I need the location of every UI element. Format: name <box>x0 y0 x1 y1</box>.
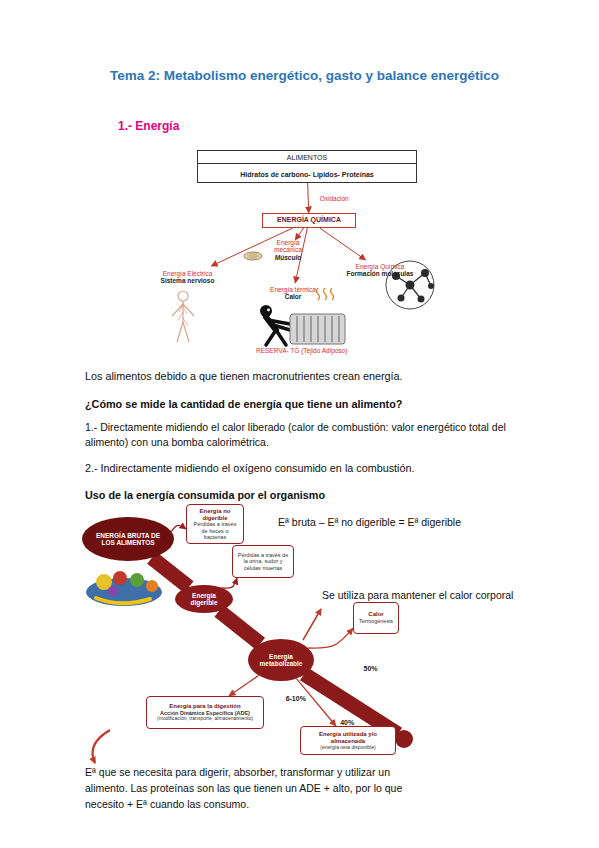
use-box: Energía utilizada y/o almacenada(energía… <box>300 726 396 755</box>
loss-box: Pérdidas a través de la orina, sudor y c… <box>232 545 294 578</box>
banana <box>96 598 150 603</box>
paragraph: 2.- Indirectamente midiendo el oxígeno c… <box>85 462 415 474</box>
node-text: Energía Eléctrica <box>163 270 213 277</box>
molecule-atom <box>428 283 434 289</box>
man-eye <box>267 309 270 312</box>
flow-arrow <box>320 228 366 260</box>
molecule-atom <box>398 295 405 302</box>
node-text: ENERGÍA QUÍMICA <box>277 216 341 224</box>
molecule-atom <box>406 281 415 290</box>
flow-arrow <box>296 679 335 726</box>
energy-ellipse: Energía digerible <box>175 585 233 613</box>
node-text: Pérdidas a través de la orina, sudor y c… <box>236 552 290 571</box>
subsection-heading: Uso de la energía consumida por el organ… <box>85 489 325 501</box>
edge-label: 40% <box>340 719 354 726</box>
note-text: RESERVA- TG (Tejido Adiposo) <box>256 347 347 354</box>
ellipse-shape <box>82 517 174 561</box>
node-text: Energía Química <box>356 263 405 270</box>
food-box: ALIMENTOS Hidratos de carbono- Lípidos- P… <box>197 150 417 183</box>
annotation-arrow <box>93 730 110 763</box>
node-text: Energía utilizada y/o almacenada <box>304 731 392 745</box>
heat-waves <box>317 288 334 300</box>
node-text: Pérdidas a través de heces o bacterias <box>190 521 240 540</box>
node-text: (modificación, transporte, almacenamient… <box>157 716 253 722</box>
energy-type: Energía mecánicaMúsculo <box>262 240 314 260</box>
food-item <box>108 586 118 596</box>
annotation: Eª que se necesita para digerir, absorbe… <box>85 764 405 812</box>
food-item <box>146 580 158 592</box>
node-text: Energía mecánica <box>262 239 314 254</box>
figure-body <box>172 301 194 342</box>
node-text: Termogénesis <box>359 618 393 624</box>
node-text: ENERGÍA BRUTA DE LOS ALIMENTOS <box>92 532 164 547</box>
radiator-fins <box>297 316 339 342</box>
radiator <box>290 314 345 344</box>
flow-arrow <box>222 578 237 588</box>
energy-type: Energía EléctricaSistema nervioso <box>150 266 225 288</box>
edge-label: 6-10% <box>286 694 306 701</box>
node-text: Energía para la digestión <box>169 703 240 710</box>
page-title: Tema 2: Metabolismo energético, gasto y … <box>10 68 599 83</box>
energy-band <box>219 611 260 644</box>
food-item <box>113 571 127 585</box>
use-box: CalorTermogénesis <box>353 602 399 634</box>
energy-type: Energía térmicaCalor <box>268 283 318 303</box>
annotation: Se utiliza para mantener el calor corpor… <box>322 589 513 601</box>
use-box: Energía para la digestiónAcción Dinámica… <box>146 696 264 729</box>
node-text: Formación moléculas <box>347 270 414 277</box>
flow-arrow <box>308 183 309 213</box>
muscle-fibres <box>247 254 259 258</box>
formula-note: Eª bruta – Eª no digerible = Eª digeribl… <box>278 516 461 528</box>
flow-arrow <box>229 675 259 696</box>
energy-type: Energía QuímicaFormación moléculas <box>338 260 422 280</box>
loss-box: Energía no digeriblePérdidas a través de… <box>186 504 244 544</box>
section-heading: 1.- Energía <box>118 119 179 133</box>
node-text: Hidratos de carbono- Lípidos- Proteínas <box>240 171 373 179</box>
question-heading: ¿Cómo se mide la cantidad de energía que… <box>85 398 402 410</box>
muscle-icon <box>244 252 262 260</box>
node-text: Calor <box>368 611 383 618</box>
node-text: Energía digerible <box>185 592 223 607</box>
node-text: Sistema nervioso <box>161 277 215 284</box>
edge-label: Oxidación <box>320 195 349 202</box>
flow-arrow <box>295 228 304 240</box>
node-text: Energía no digerible <box>190 508 240 522</box>
node-text: ALIMENTOS <box>198 154 416 164</box>
ellipse-shape <box>248 639 314 681</box>
food-item <box>130 573 144 587</box>
flow-arrow <box>171 525 186 531</box>
nerve-lines <box>178 303 188 326</box>
node-text: Calor <box>285 293 302 300</box>
energy-ellipse: ENERGÍA BRUTA DE LOS ALIMENTOS <box>82 517 174 561</box>
edge-label: 50% <box>364 665 378 672</box>
molecule-atom <box>418 296 425 303</box>
node-text: (energía neta disponible) <box>320 745 375 751</box>
flow-arrow <box>308 628 353 648</box>
figure-head <box>178 291 188 301</box>
band-end-dot <box>395 730 413 748</box>
node-text: Músculo <box>275 254 301 261</box>
energy-ellipse: Energía metabolizable <box>248 639 314 681</box>
paragraph: Los alimentos debido a que tienen macron… <box>85 370 555 382</box>
ellipse-shape <box>175 585 233 613</box>
energy-band <box>152 558 189 587</box>
node-text: Energía metabolizable <box>258 653 304 668</box>
paragraph: 1.- Directamente midiendo el calor liber… <box>85 420 530 450</box>
node-text: Energía térmica <box>270 286 316 293</box>
chemical-energy-box: ENERGÍA QUÍMICA <box>262 213 356 228</box>
annotation-arrow <box>303 609 321 640</box>
man-limbs <box>266 320 290 345</box>
molecule-atom <box>421 269 429 277</box>
